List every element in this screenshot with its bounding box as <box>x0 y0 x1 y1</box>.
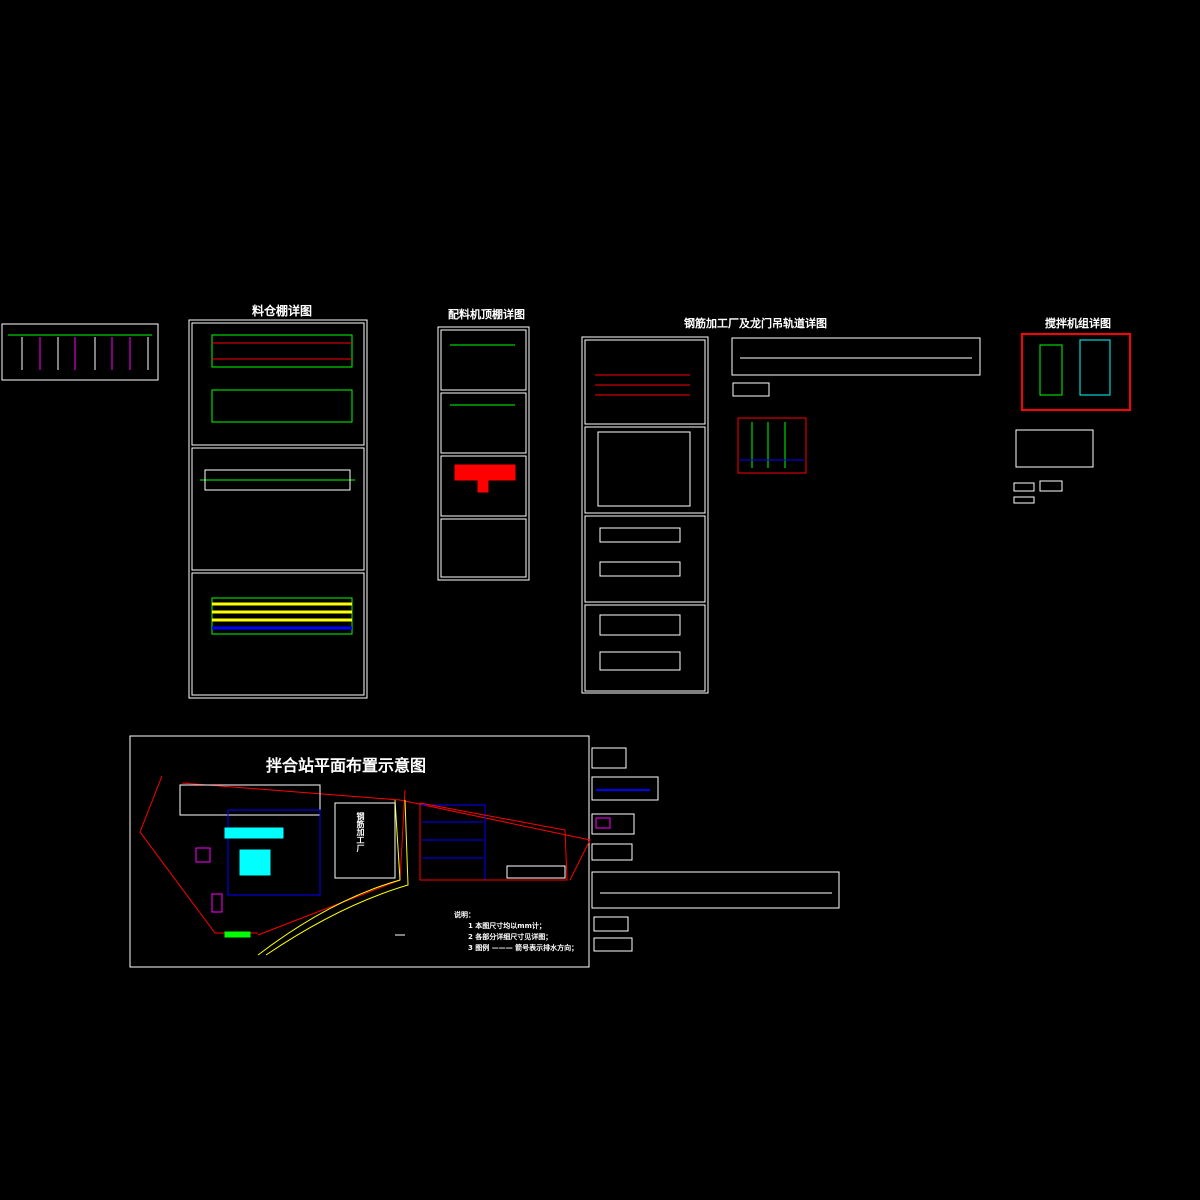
rebar-factory-title: 钢筋加工厂及龙门吊轨道详图 <box>684 317 827 330</box>
detail-sheets <box>591 747 840 952</box>
rebar-factory-sheets <box>581 336 981 694</box>
batcher-roof-sheets <box>437 326 530 581</box>
site-plan-sheet <box>129 735 591 968</box>
notes-title: 说明： <box>454 911 475 919</box>
notes: 说明： 1 本图尺寸均以mm计； 2 各部分详细尺寸见详图； 3 图例 ——— … <box>454 910 578 954</box>
note-1: 1 本图尺寸均以mm计； <box>468 922 546 930</box>
site-plan-title: 拌合站平面布置示意图 <box>266 756 427 775</box>
legend-sheet <box>1 323 159 381</box>
note-3: 3 图例 ——— 箭号表示排水方向； <box>468 944 579 952</box>
silo-shed-sheets <box>188 319 368 699</box>
rebar-factory-building-label: 钢筋加工厂 <box>356 812 366 852</box>
silo-shed-title: 料仓棚详图 <box>252 304 313 318</box>
batcher-roof-title: 配料机顶棚详图 <box>448 308 525 321</box>
mixer-unit-sheets <box>1013 333 1131 504</box>
note-2: 2 各部分详细尺寸见详图； <box>468 933 553 941</box>
mixer-unit-title: 搅拌机组详图 <box>1045 317 1111 330</box>
